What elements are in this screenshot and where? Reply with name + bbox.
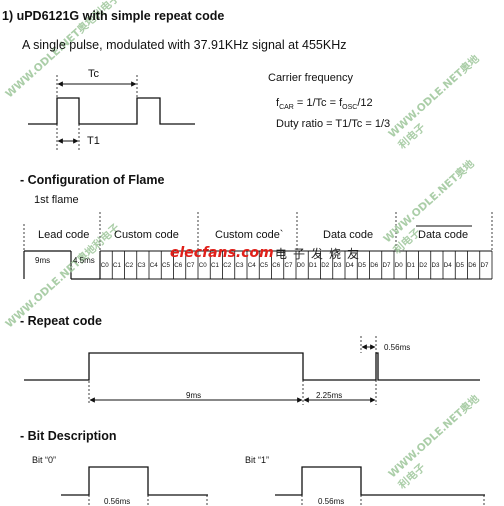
bit-cell-label: D1 bbox=[309, 262, 317, 269]
t1-label: T1 bbox=[87, 135, 100, 147]
bit1-time-label: 0.56ms bbox=[318, 497, 345, 506]
bit-cell-label: D5 bbox=[456, 262, 464, 269]
bit-cell-label: C3 bbox=[137, 262, 146, 269]
bit-cell-label: D7 bbox=[382, 262, 391, 269]
bit-cell-label: C2 bbox=[223, 262, 232, 269]
bit-cell-label: D6 bbox=[468, 262, 477, 269]
bit-cell-dividers bbox=[99, 251, 493, 279]
repeat-056ms-label: 0.56ms bbox=[384, 343, 411, 352]
bit-cell-label: D2 bbox=[321, 262, 330, 269]
data-code-inv-label: Data code bbox=[418, 229, 469, 241]
repeat-225ms-label: 2.25ms bbox=[316, 391, 343, 400]
lead-45ms-label: 4.5ms bbox=[73, 256, 95, 265]
bit-cell-label: C7 bbox=[284, 262, 293, 269]
carrier-frequency-label: Carrier frequency bbox=[268, 72, 353, 84]
carrier-pulse-waveform bbox=[28, 97, 195, 125]
bit0-time-label: 0.56ms bbox=[104, 497, 131, 506]
bit0-waveform bbox=[61, 466, 208, 496]
bit-cell-label: C1 bbox=[113, 262, 121, 269]
custom-code-inv-label: Custom code` bbox=[215, 229, 284, 241]
bit-cell-label: D3 bbox=[333, 262, 342, 269]
bit0-label: Bit “0” bbox=[32, 455, 57, 465]
bit1-label: Bit “1” bbox=[245, 455, 270, 465]
bit-cell-label: D3 bbox=[431, 262, 440, 269]
bit-cell-label: D1 bbox=[407, 262, 415, 269]
frame-config-title: - Configuration of Flame bbox=[20, 173, 165, 187]
frame-diagram bbox=[23, 212, 493, 280]
first-frame-label: 1st flame bbox=[34, 194, 79, 206]
bit-cell-label: D5 bbox=[358, 262, 366, 269]
bit-cell-label: C6 bbox=[272, 262, 281, 269]
bit-cell-label: C0 bbox=[198, 262, 207, 269]
custom-code-label: Custom code bbox=[114, 229, 179, 241]
lead-code-label: Lead code bbox=[38, 229, 90, 241]
repeat-code-title: - Repeat code bbox=[20, 314, 102, 328]
bit-cell-label: D0 bbox=[296, 262, 305, 269]
section1-title: 1) uPD6121G with simple repeat code bbox=[2, 9, 225, 23]
bit-cell-label: D0 bbox=[394, 262, 403, 269]
section1-subtitle: A single pulse, modulated with 37.91KHz … bbox=[22, 38, 347, 52]
bit-cell-label: C7 bbox=[186, 262, 195, 269]
site-logo: elecfans.com bbox=[170, 245, 274, 261]
bit-description-title: - Bit Description bbox=[20, 429, 117, 443]
bit-cell-label: C5 bbox=[260, 262, 268, 269]
bit1-waveform bbox=[275, 466, 485, 496]
bit-cell-label: C0 bbox=[100, 262, 109, 269]
tc-label: Tc bbox=[88, 68, 99, 80]
bit-cell-label: D4 bbox=[443, 262, 452, 269]
bit-cell-label: D2 bbox=[419, 262, 428, 269]
repeat-9ms-label: 9ms bbox=[186, 391, 202, 400]
fcar-formula: fCAR = 1/Tc = fOSC/12 bbox=[276, 97, 373, 112]
duty-ratio-formula: Duty ratio = T1/Tc = 1/3 bbox=[276, 118, 391, 130]
repeat-code-waveform bbox=[24, 352, 480, 381]
bit-cell-label: C4 bbox=[149, 262, 158, 269]
bit-cell-label: C1 bbox=[211, 262, 219, 269]
bit-cell-label: C2 bbox=[125, 262, 134, 269]
bit-cell-label: C3 bbox=[235, 262, 244, 269]
bit-cell-label: C6 bbox=[174, 262, 183, 269]
bit-cell-label: C5 bbox=[162, 262, 170, 269]
data-code-label: Data code bbox=[323, 229, 374, 241]
site-logo-cn: 电子发烧友 bbox=[275, 247, 366, 261]
bit-cell-label: D4 bbox=[345, 262, 354, 269]
bit-cell-label: C4 bbox=[247, 262, 256, 269]
lead-9ms-label: 9ms bbox=[35, 256, 51, 265]
bit-cell-label: D6 bbox=[370, 262, 379, 269]
bit-cell-label: D7 bbox=[480, 262, 489, 269]
